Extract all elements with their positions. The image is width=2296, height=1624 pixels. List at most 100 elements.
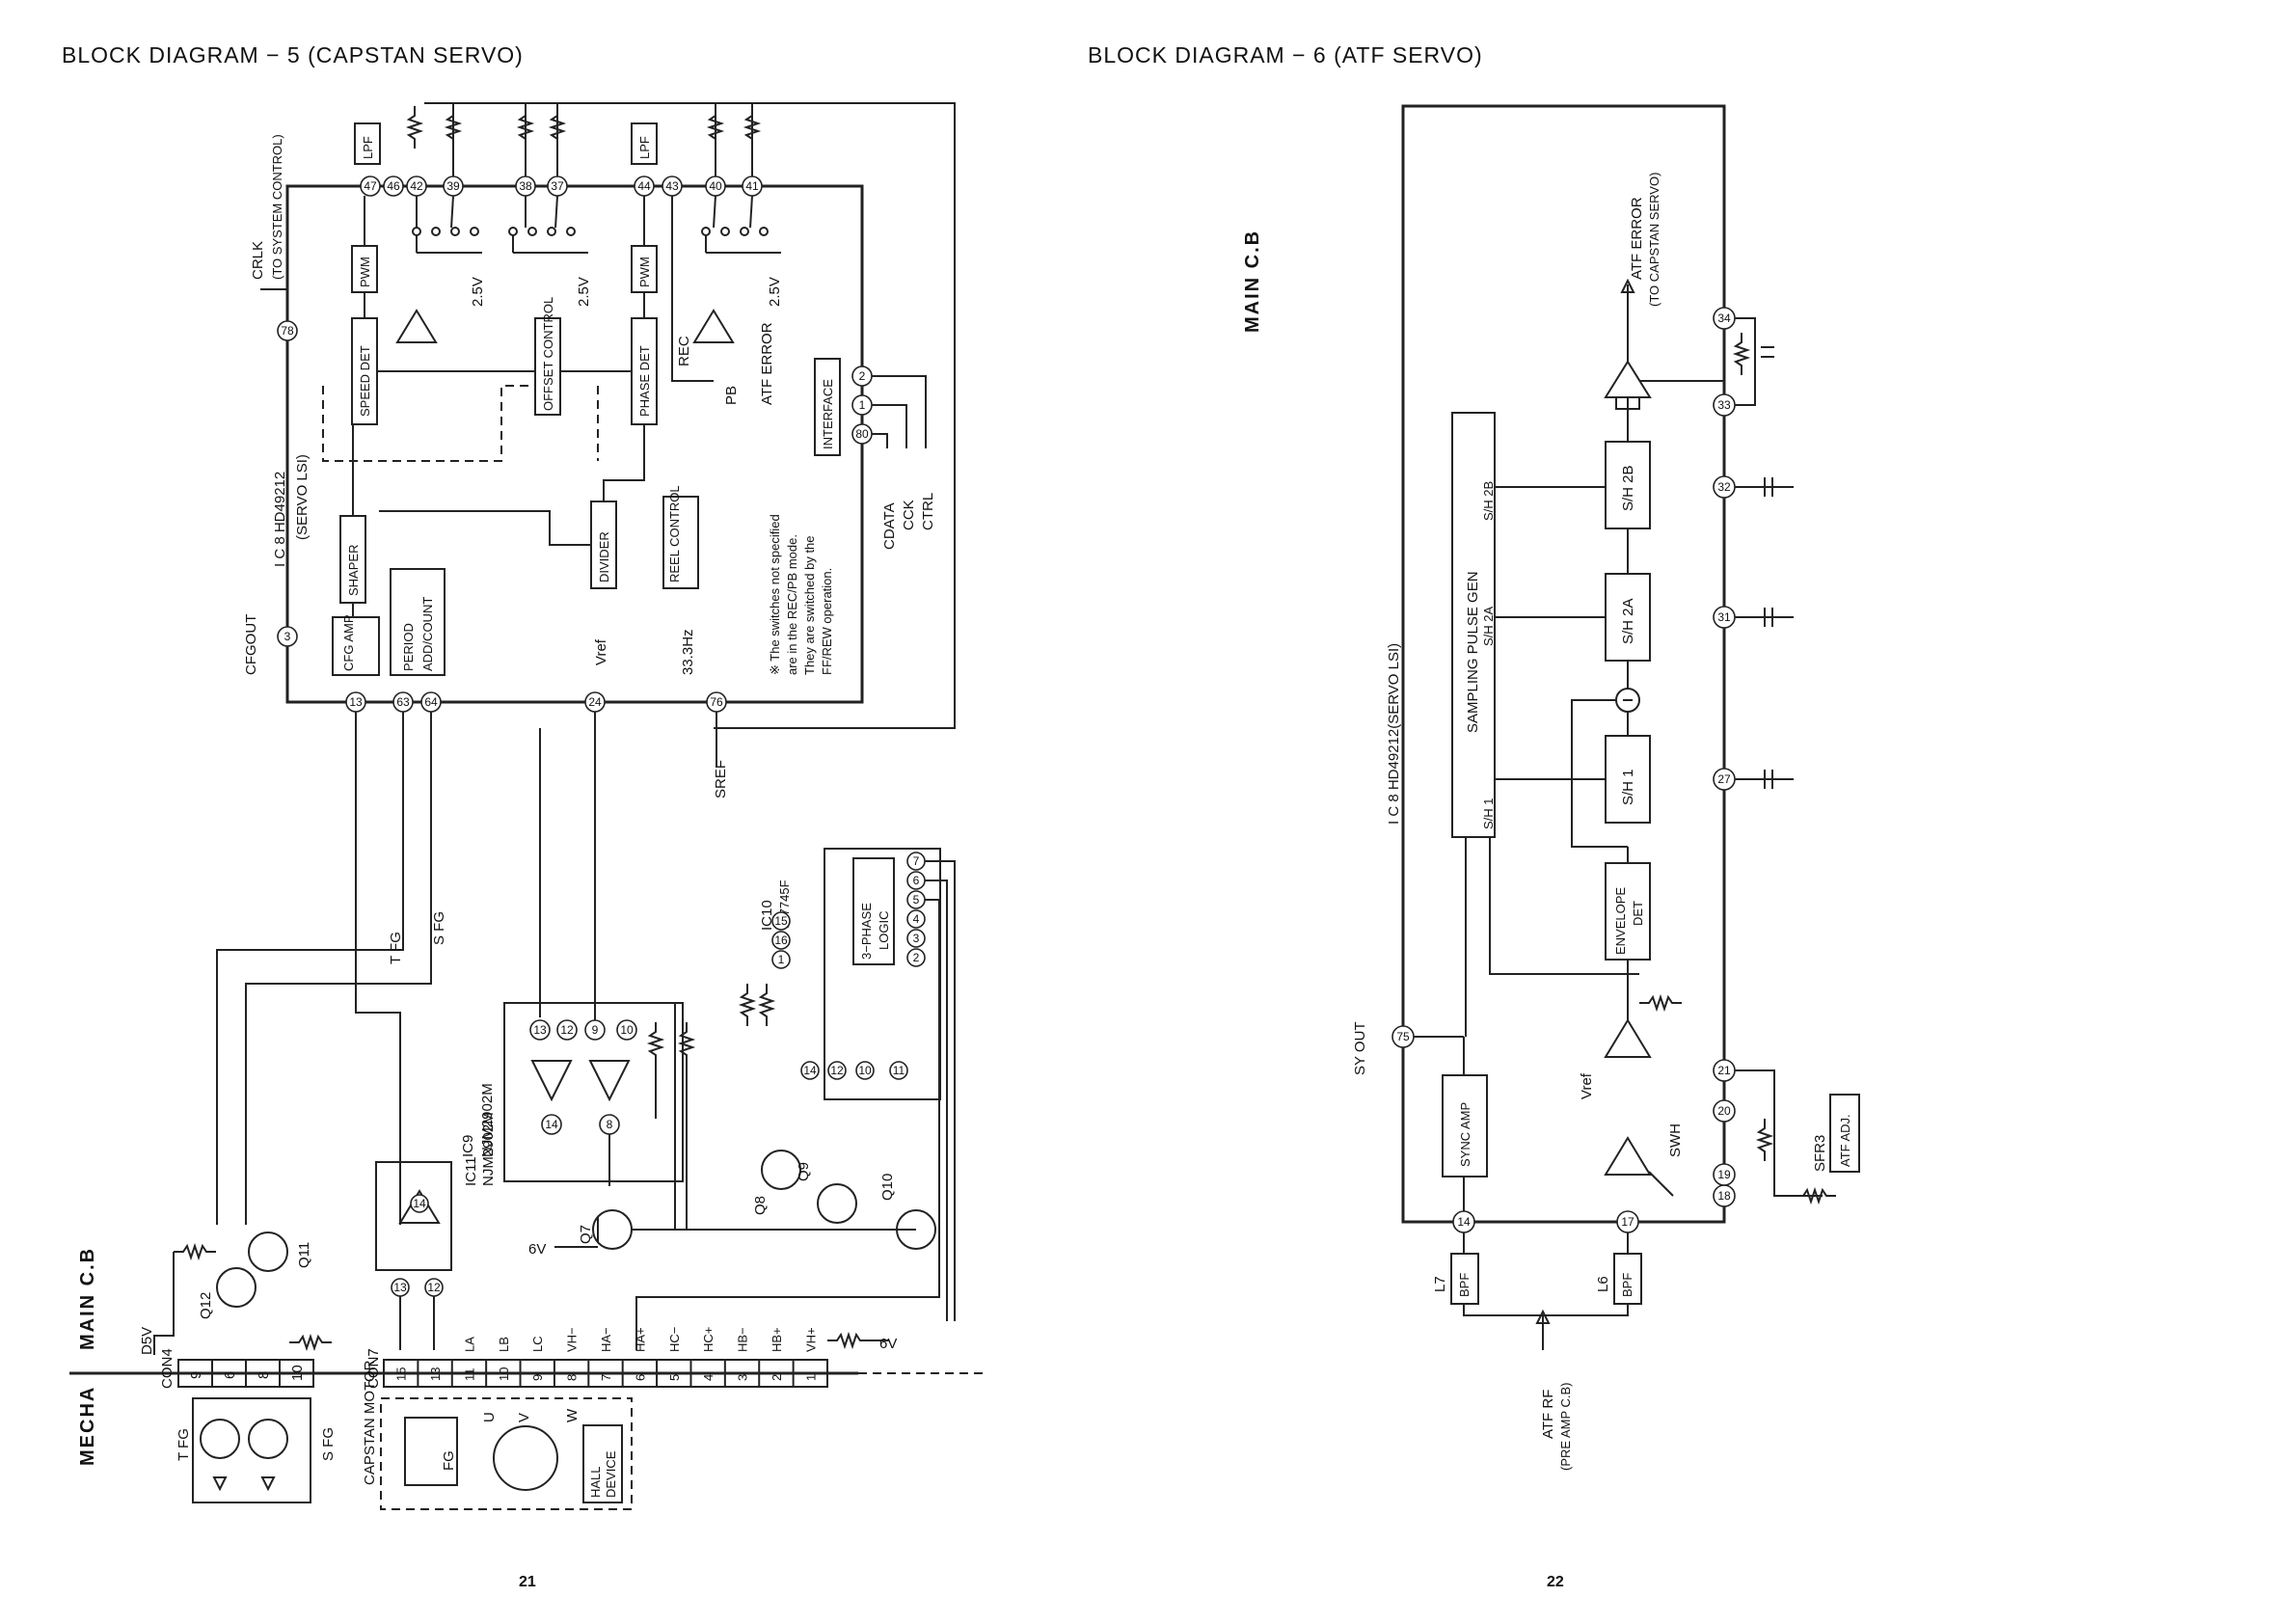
shaper-label: SHAPER <box>346 545 361 596</box>
fg-coil <box>404 1417 458 1486</box>
period-count-block <box>390 568 446 676</box>
con7-signal-label: HC+ <box>701 1327 716 1352</box>
con7-connector <box>383 1359 828 1388</box>
phase-det-label: PHASE DET <box>637 345 652 417</box>
con7-signal-label: HB− <box>736 1327 750 1352</box>
svg-text:27: 27 <box>1717 772 1731 786</box>
add-count-label: ADD/COUNT <box>420 597 435 671</box>
hall-label: HALL <box>588 1466 603 1498</box>
lpf-1 <box>354 122 381 165</box>
w-label: W <box>564 1408 581 1422</box>
sh2a-label: S/H 2A <box>1620 598 1636 644</box>
ic8-pin-3: 3 <box>284 630 291 643</box>
ic8-pin-13: 13 <box>349 695 363 709</box>
hall-device <box>582 1424 623 1503</box>
sfg-sensor-label: S FG <box>320 1427 337 1461</box>
rec-label: REC <box>676 336 692 366</box>
crlk-label: CRLK <box>250 241 266 280</box>
tfg-wire-label: T FG <box>388 932 404 964</box>
t-fg-sensor-icon <box>200 1419 240 1459</box>
con7-pin-number: 9 <box>530 1374 545 1381</box>
ic8-pin-24: 24 <box>588 695 602 709</box>
svg-text:4: 4 <box>913 912 920 926</box>
tfg-sensor-label: T FG <box>176 1428 192 1461</box>
con7-signal-label: HA− <box>599 1327 613 1352</box>
svg-text:14: 14 <box>803 1064 817 1077</box>
ctrl-label: CTRL <box>920 493 936 530</box>
con7-pin-number: 5 <box>667 1374 682 1381</box>
bpf-l6-label: BPF <box>1620 1273 1634 1297</box>
svg-text:39: 39 <box>446 179 460 193</box>
svg-text:47: 47 <box>364 179 377 193</box>
svg-text:6: 6 <box>913 874 920 887</box>
ic8-opamp-2 <box>692 309 735 343</box>
con7-pin-number: 13 <box>428 1367 443 1381</box>
lpf-2 <box>631 122 658 165</box>
left-page-title: BLOCK DIAGRAM − 5 (CAPSTAN SERVO) <box>62 42 524 68</box>
speed-det-label: SPEED DET <box>358 345 372 417</box>
svg-text:3: 3 <box>913 932 920 945</box>
con7-signal-label: LB <box>497 1337 511 1352</box>
ref-2v5-c: 2.5V <box>767 277 783 307</box>
ic9-part: NJM2902M <box>479 1083 496 1157</box>
vref-label: Vref <box>593 638 609 665</box>
svg-text:7: 7 <box>913 854 920 868</box>
svg-text:12: 12 <box>560 1023 574 1037</box>
con7-pin-number: 8 <box>565 1374 580 1381</box>
lpf-2-label: LPF <box>637 136 652 159</box>
speed-det <box>351 317 378 425</box>
con7-pin-number: 2 <box>770 1374 784 1381</box>
ic8-top-pins: 47 46 42 39 38 37 44 43 40 41 <box>360 176 763 197</box>
svg-text:37: 37 <box>551 179 564 193</box>
svg-text:32: 32 <box>1717 480 1731 494</box>
sh1-label: S/H 1 <box>1620 769 1636 805</box>
svg-text:16: 16 <box>774 934 788 947</box>
reel-control-label: REEL CONTROL <box>667 485 682 582</box>
q7-label: Q7 <box>578 1225 594 1244</box>
q12-label: Q12 <box>198 1292 214 1319</box>
svg-text:34: 34 <box>1717 311 1731 325</box>
right-page-number: 22 <box>1547 1574 1564 1590</box>
con7-signal-label: LC <box>530 1336 545 1352</box>
pb-label: PB <box>723 386 740 405</box>
cfg-amp-block <box>332 616 380 676</box>
sh2a-tap-label: S/H 2A <box>1481 606 1496 646</box>
con7-pin-number: 10 <box>497 1367 511 1381</box>
capstan-motor-label: CAPSTAN MOTOR <box>362 1360 378 1485</box>
atf-servo-pins: 34 33 32 31 27 75 14 17 18 19 20 21 <box>1391 307 1736 1233</box>
atf-error-input-label: ATF ERROR <box>759 322 775 405</box>
bpf-l7 <box>1450 1253 1479 1305</box>
svg-text:33: 33 <box>1717 398 1731 412</box>
svg-text:5: 5 <box>913 893 920 907</box>
ic10-pins: 15 16 1 7 6 5 4 3 2 14 12 10 11 <box>771 852 926 1080</box>
svg-text:15: 15 <box>774 914 788 928</box>
interface-label: INTERFACE <box>821 379 835 449</box>
offset-control-label: OFFSET CONTROL <box>541 297 555 411</box>
ic10-label: IC10 <box>759 900 775 931</box>
cfgout-label: CFGOUT <box>243 614 259 675</box>
sh2b-tap-label: S/H 2B <box>1481 481 1496 521</box>
swh-label: SWH <box>1667 1123 1684 1157</box>
svg-text:12: 12 <box>427 1281 441 1294</box>
svg-text:13: 13 <box>393 1281 407 1294</box>
svg-text:46: 46 <box>387 179 400 193</box>
ic11-outline <box>375 1161 452 1271</box>
con4-label: CON4 <box>159 1348 176 1389</box>
ic8-name: I C 8 HD49212 <box>272 472 288 567</box>
v-label: V <box>516 1413 532 1422</box>
switch-array-upper <box>412 195 781 254</box>
svg-text:19: 19 <box>1717 1168 1731 1181</box>
u-label: U <box>481 1412 498 1422</box>
svg-text:13: 13 <box>533 1023 547 1037</box>
q10-label: Q10 <box>879 1174 896 1201</box>
svg-text:40: 40 <box>709 179 722 193</box>
main-cb-label: MAIN C.B <box>77 1247 98 1350</box>
lpf-1-label: LPF <box>361 136 375 159</box>
ic8-atf-outline <box>1401 104 1726 1224</box>
q11-label: Q11 <box>296 1242 312 1268</box>
svg-text:1: 1 <box>778 953 785 966</box>
mecha-label: MECHA <box>77 1386 98 1466</box>
atf-adj-control[interactable] <box>1829 1094 1860 1173</box>
svg-text:21: 21 <box>1717 1064 1731 1077</box>
